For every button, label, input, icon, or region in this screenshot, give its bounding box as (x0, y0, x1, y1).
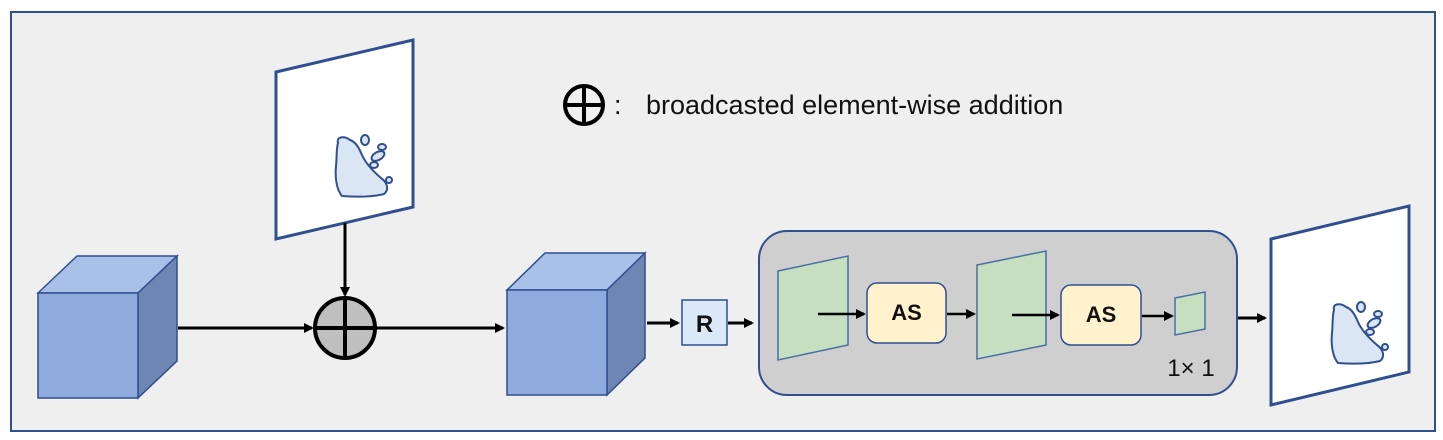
reshape-block: R (681, 299, 728, 346)
legend-plus-icon (563, 84, 605, 126)
feature-map-1x1 (1174, 291, 1206, 336)
attention-label-1: AS (891, 300, 922, 325)
output-mask-image (1269, 204, 1411, 407)
reshape-label: R (696, 311, 713, 338)
output-blob-icon (1330, 301, 1389, 365)
attention-label-2: AS (1086, 302, 1117, 327)
addition-node (313, 296, 377, 360)
attention-block-2: AS (1060, 284, 1142, 346)
fused-feature-cube (505, 251, 647, 397)
legend-text: broadcasted element-wise addition (646, 90, 1063, 120)
attention-block-1: AS (866, 282, 947, 344)
feature-map-1 (777, 255, 849, 361)
mask-blob-icon (334, 134, 393, 198)
input-feature-cube (36, 254, 179, 400)
input-mask-image (274, 38, 415, 241)
legend-colon: : (614, 90, 622, 120)
legend: : broadcasted element-wise addition (563, 84, 1063, 126)
feature-map-2 (976, 250, 1047, 360)
conv-1x1-label: 1× 1 (1167, 355, 1214, 382)
